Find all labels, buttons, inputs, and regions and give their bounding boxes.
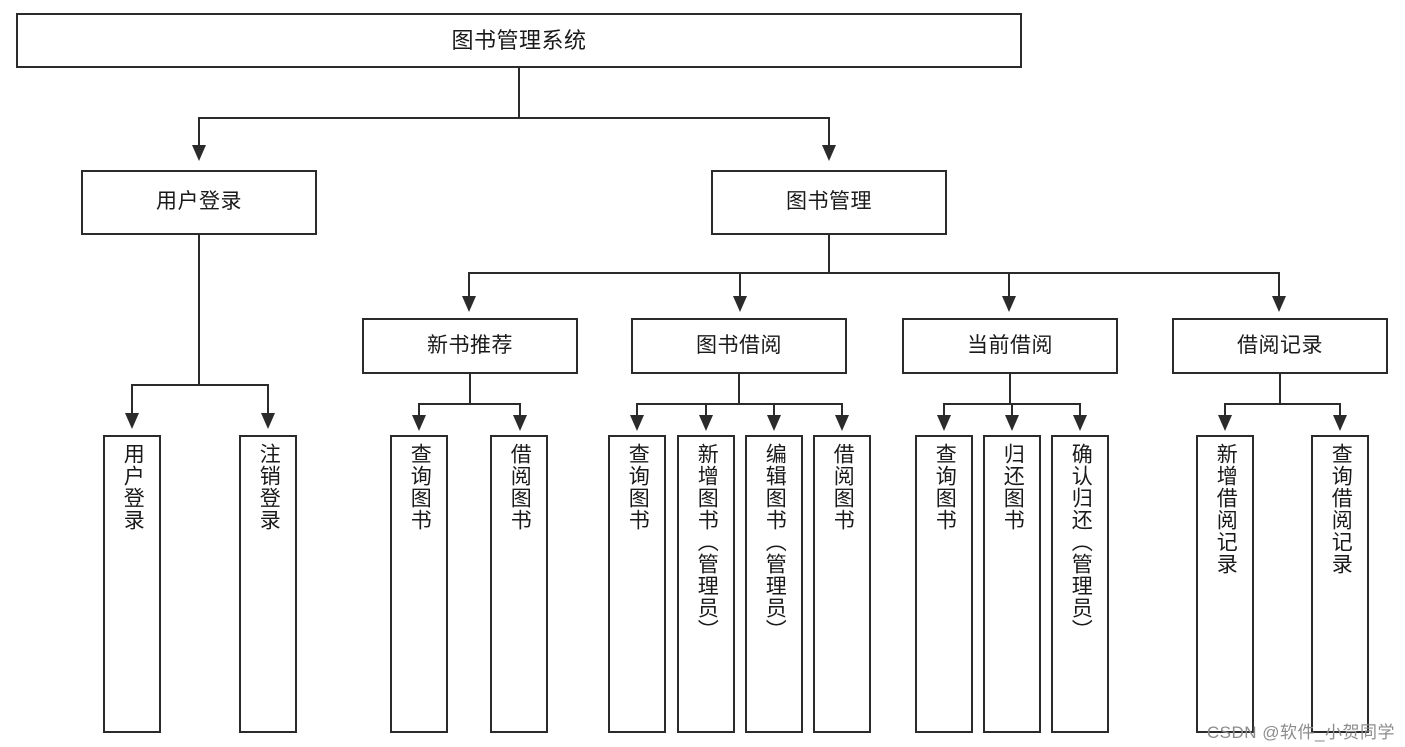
connector-book-mgmt-to-c4 (1278, 272, 1280, 298)
arrow-to-user-login (192, 145, 206, 161)
connector-current-to-l2 (1011, 403, 1013, 417)
connector-borrow-to-l1 (636, 403, 638, 417)
node-label: 注销登录 (257, 443, 281, 531)
leaf-add-book-admin[interactable]: 新增图书（管理员） (677, 435, 735, 733)
watermark-text: CSDN @软件_小贺同学 (1206, 723, 1395, 742)
connector-borrow-to-l3 (773, 403, 775, 417)
leaf-query-book-borrow[interactable]: 查询图书 (608, 435, 666, 733)
leaf-user-login[interactable]: 用户登录 (103, 435, 161, 733)
node-label: 新增图书（管理员） (695, 443, 719, 641)
node-label: 查询借阅记录 (1329, 443, 1353, 575)
arrow-to-leaf-borrow-book-1 (513, 415, 527, 431)
connector-book-mgmt-to-c2 (739, 272, 741, 298)
arrow-to-book-mgmt (822, 145, 836, 161)
node-label: 用户登录 (156, 190, 242, 214)
arrow-to-leaf-logout (261, 413, 275, 429)
connector-recommend-bar (418, 403, 521, 405)
node-label: 图书管理系统 (451, 27, 587, 53)
node-label: 新书推荐 (427, 333, 513, 357)
connector-user-login-bar (131, 384, 269, 386)
node-label: 确认归还（管理员） (1069, 443, 1093, 641)
arrow-to-borrow-record (1272, 296, 1286, 312)
leaf-confirm-return-admin[interactable]: 确认归还（管理员） (1051, 435, 1109, 733)
node-current-borrow[interactable]: 当前借阅 (902, 318, 1118, 374)
node-label: 编辑图书（管理员） (763, 443, 787, 641)
node-new-book-recommend[interactable]: 新书推荐 (362, 318, 578, 374)
connector-root-to-book-mgmt (828, 117, 830, 147)
node-label: 新增借阅记录 (1214, 443, 1238, 575)
connector-record-to-l2 (1339, 403, 1341, 417)
connector-book-mgmt-to-c1 (468, 272, 470, 298)
node-label: 查询图书 (626, 443, 650, 531)
leaf-query-borrow-record[interactable]: 查询借阅记录 (1311, 435, 1369, 733)
connector-recommend-to-l1 (418, 403, 420, 417)
node-label: 借阅记录 (1237, 333, 1323, 357)
node-root-system[interactable]: 图书管理系统 (16, 13, 1022, 68)
leaf-borrow-book[interactable]: 借阅图书 (813, 435, 871, 733)
connector-record-bar (1224, 403, 1341, 405)
leaf-query-book-current[interactable]: 查询图书 (915, 435, 973, 733)
node-label: 查询图书 (933, 443, 957, 531)
node-user-login[interactable]: 用户登录 (81, 170, 317, 235)
arrow-to-leaf-add-record (1218, 415, 1232, 431)
leaf-logout[interactable]: 注销登录 (239, 435, 297, 733)
arrow-to-leaf-edit-book (767, 415, 781, 431)
arrow-to-leaf-user-login (125, 413, 139, 429)
node-borrow-record[interactable]: 借阅记录 (1172, 318, 1388, 374)
connector-book-mgmt-bar (468, 272, 1280, 274)
connector-current-to-l3 (1079, 403, 1081, 417)
connector-root-bar (198, 117, 830, 119)
node-label: 图书管理 (786, 190, 872, 214)
arrow-to-leaf-query-record (1333, 415, 1347, 431)
connector-book-mgmt-stem (828, 235, 830, 273)
node-label: 用户登录 (121, 443, 145, 531)
connector-borrow-to-l4 (841, 403, 843, 417)
connector-current-stem (1009, 374, 1011, 404)
connector-recommend-to-l2 (519, 403, 521, 417)
connector-record-to-l1 (1224, 403, 1226, 417)
arrow-to-leaf-query-book-3 (937, 415, 951, 431)
connector-user-login-to-leaf2 (267, 384, 269, 415)
node-label: 归还图书 (1001, 443, 1025, 531)
node-book-borrow[interactable]: 图书借阅 (631, 318, 847, 374)
leaf-return-book[interactable]: 归还图书 (983, 435, 1041, 733)
arrow-to-leaf-borrow-book-2 (835, 415, 849, 431)
node-label: 图书借阅 (696, 333, 782, 357)
connector-borrow-stem (738, 374, 740, 404)
connector-record-stem (1279, 374, 1281, 404)
connector-current-to-l1 (943, 403, 945, 417)
arrow-to-leaf-return-book (1005, 415, 1019, 431)
arrow-to-current-borrow (1002, 296, 1016, 312)
connector-root-to-user-login (198, 117, 200, 147)
arrow-to-leaf-query-book-2 (630, 415, 644, 431)
arrow-to-book-borrow (733, 296, 747, 312)
connector-user-login-to-leaf1 (131, 384, 133, 415)
connector-user-login-stem (198, 235, 200, 385)
connector-borrow-bar (636, 403, 843, 405)
node-book-management[interactable]: 图书管理 (711, 170, 947, 235)
node-label: 查询图书 (408, 443, 432, 531)
leaf-edit-book-admin[interactable]: 编辑图书（管理员） (745, 435, 803, 733)
arrow-to-leaf-add-book (699, 415, 713, 431)
node-label: 当前借阅 (967, 333, 1053, 357)
arrow-to-new-book-recommend (462, 296, 476, 312)
leaf-query-book-recommend[interactable]: 查询图书 (390, 435, 448, 733)
leaf-borrow-book-recommend[interactable]: 借阅图书 (490, 435, 548, 733)
arrow-to-leaf-query-book-1 (412, 415, 426, 431)
connector-root-stem (518, 68, 520, 118)
connector-recommend-stem (469, 374, 471, 404)
connector-borrow-to-l2 (705, 403, 707, 417)
node-label: 借阅图书 (831, 443, 855, 531)
leaf-add-borrow-record[interactable]: 新增借阅记录 (1196, 435, 1254, 733)
node-label: 借阅图书 (508, 443, 532, 531)
arrow-to-leaf-confirm-return (1073, 415, 1087, 431)
connector-book-mgmt-to-c3 (1008, 272, 1010, 298)
